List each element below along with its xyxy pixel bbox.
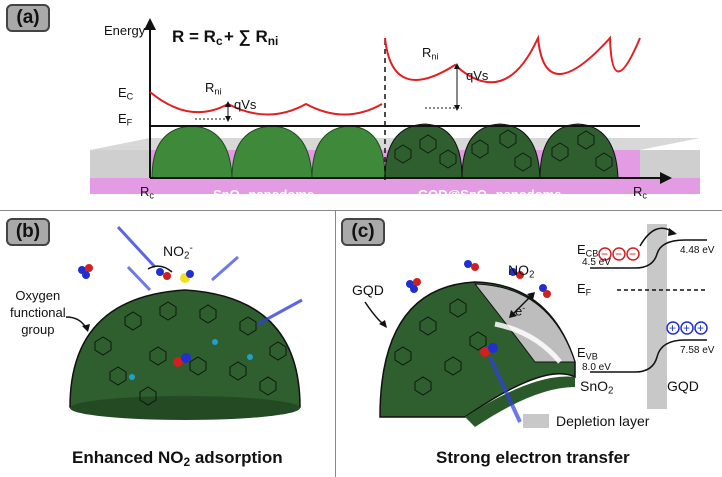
resistance-formula: R = Rc + ∑ Rni (172, 27, 279, 48)
no2-ion-label: NO2- (163, 243, 193, 262)
conduction-band-edge (590, 239, 707, 269)
conduction-band-label: EC (118, 85, 134, 102)
ef-label: EF (577, 281, 592, 298)
panel-b-label: (b) (6, 218, 50, 246)
no2-molecules (78, 264, 253, 380)
panel-a-diagram (90, 18, 700, 194)
depletion-legend-label: Depletion layer (556, 413, 650, 429)
ev-4-5: 4.5 eV (582, 257, 611, 268)
rni-label-right: Rni (422, 45, 439, 62)
svg-text:+: + (683, 321, 690, 335)
evb-label: EVB (577, 345, 598, 362)
vertical-divider (335, 210, 336, 477)
valence-band-edge (590, 339, 707, 373)
panel-b-caption: Enhanced NO2 adsorption (72, 448, 283, 469)
electron-label: e- (515, 303, 526, 319)
qvs-label-right: qVs (466, 68, 489, 83)
sno2-axis-label: SnO2 (580, 378, 614, 397)
right-electrode (640, 150, 700, 178)
qvs-label-left: qVs (234, 97, 257, 112)
rc-label-right: Rc (633, 184, 647, 201)
svg-text:−: − (601, 247, 608, 261)
gqd-label: GQD (352, 282, 384, 298)
rni-label-left: Rni (205, 80, 222, 97)
panel-c-caption: Strong electron transfer (436, 448, 630, 467)
gqd-axis-label: GQD (667, 378, 699, 394)
depletion-legend-swatch (523, 414, 549, 428)
energy-axis-label: Energy (104, 23, 146, 38)
holes: + + + (666, 321, 708, 335)
svg-text:−: − (615, 247, 622, 261)
gqd-domes (384, 123, 619, 179)
energy-axis-arrow (144, 18, 156, 30)
sno2-substrate-label: SnO2 nanodome (213, 187, 315, 204)
panel-a-label: (a) (6, 4, 50, 32)
depletion-layer-band (647, 224, 667, 409)
sno2-domes (151, 125, 386, 179)
panel-c-diagram: − − − + + + (364, 224, 708, 428)
fermi-level-label: EF (118, 111, 133, 128)
horizontal-divider (0, 210, 722, 211)
conduction-band-gqd (384, 34, 641, 84)
conduction-band-sno2 (149, 91, 383, 116)
ev-4-48: 4.48 eV (680, 245, 715, 256)
svg-text:+: + (697, 321, 704, 335)
distance-axis-arrow (660, 172, 672, 184)
rc-label-left: Rc (140, 184, 154, 201)
ev-8-0: 8.0 eV (582, 362, 611, 373)
electrons: − − − (598, 247, 640, 261)
gqd-substrate-label: GQD@SnO2 nanodome (418, 187, 562, 204)
svg-text:−: − (629, 247, 636, 261)
svg-text:+: + (669, 321, 676, 335)
ev-7-58: 7.58 eV (680, 345, 715, 356)
no2-label: NO2 (508, 262, 535, 281)
panel-c-label: (c) (341, 218, 385, 246)
left-electrode (90, 150, 150, 178)
oxygen-group-label: Oxygen functional group (10, 288, 66, 337)
ecb-label: ECB (577, 242, 599, 259)
panel-b-diagram (65, 225, 303, 420)
